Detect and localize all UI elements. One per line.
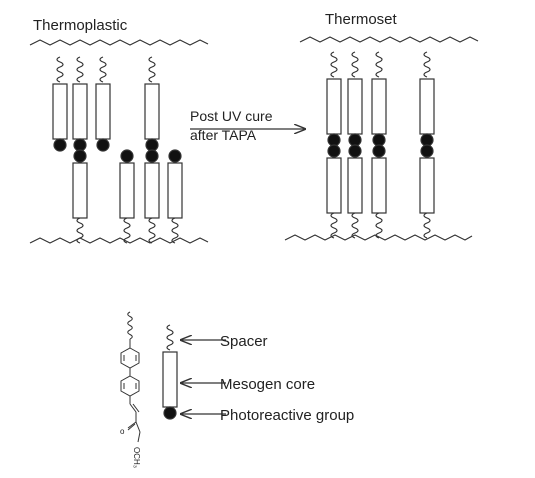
mesogen-core [371,78,387,135]
legend [162,324,226,420]
photoreactive-group [372,133,386,147]
mesogen-core [419,157,435,214]
arrow-label-line2: after TAPA [190,127,257,143]
photoreactive-group [145,149,159,163]
mesogen-core [419,78,435,135]
bottom-backbone [29,237,209,244]
mesogen-core [144,83,160,140]
thermoset-structure [284,36,479,241]
methyl-ester-label: OCH₃ [132,447,141,468]
mesogen-core [119,162,135,219]
mesogen-core [52,83,68,140]
thermoset-title: Thermoset [325,11,398,28]
mesogen-core [95,83,111,140]
mesogen-core [326,157,342,214]
photoreactive-group [372,144,386,158]
bottom-backbone [284,234,473,241]
legend-photoreactive-group-label: Photoreactive group [220,407,354,424]
photoreactive-group [145,138,159,152]
photoreactive-group [420,133,434,147]
mesogen-core [72,83,88,140]
mesogen-core [371,157,387,214]
carbonyl-oxygen-label: o [120,427,125,436]
legend-mesogen-core-label: Mesogen core [220,376,315,393]
photoreactive-group [327,133,341,147]
photoreactive-group [168,149,182,163]
thermoplastic-title: Thermoplastic [33,17,128,34]
mesogen-core [347,78,363,135]
photoreactive-group [73,138,87,152]
photoreactive-group [348,144,362,158]
photoreactive-group [53,138,67,152]
photoreactive-group [420,144,434,158]
arrow-label-line1: Post UV cure [190,108,273,124]
photoreactive-group [327,144,341,158]
legend-mesogen-core [162,351,178,408]
mesogen-core [72,162,88,219]
photoreactive-group [348,133,362,147]
chemical-structure [120,311,141,443]
top-backbone [29,39,209,46]
mesogen-core [347,157,363,214]
photoreactive-group [73,149,87,163]
mesogen-core [326,78,342,135]
top-backbone [299,36,479,43]
legend-spacer-label: Spacer [220,333,268,350]
thermoplastic-structure [29,39,209,244]
mesogen-core [144,162,160,219]
legend-photoreactive-group [163,406,177,420]
photoreactive-group [120,149,134,163]
photoreactive-group [96,138,110,152]
mesogen-core [167,162,183,219]
